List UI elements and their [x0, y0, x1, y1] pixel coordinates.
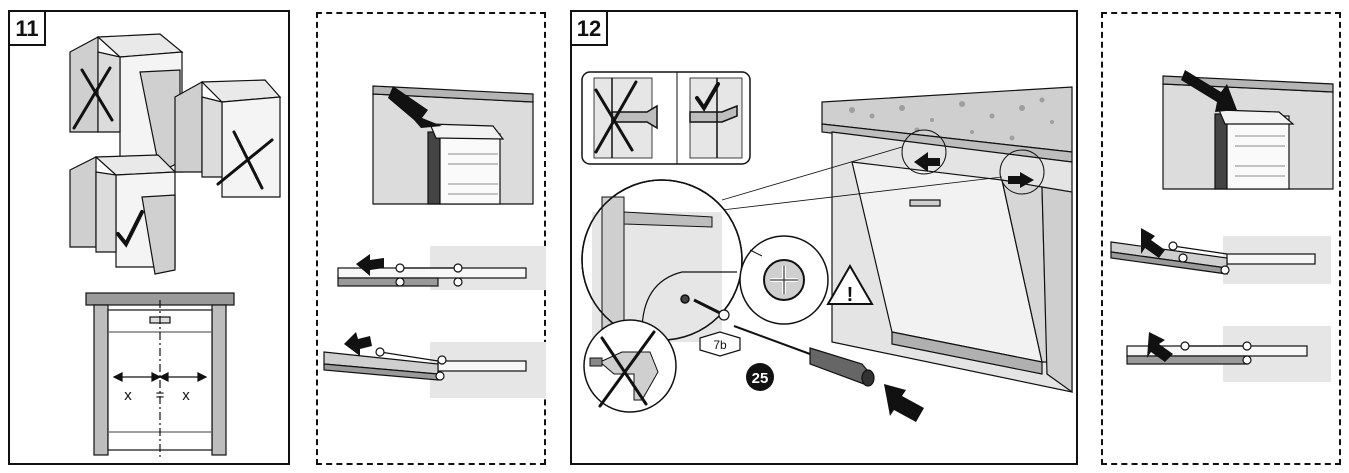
cabinet-corner-view: [1162, 75, 1334, 190]
phillips-screw-icon: [739, 235, 829, 325]
hinge-diagram-angled: [1110, 236, 1331, 284]
cross-mark-icon: [594, 80, 638, 154]
screw-tag-label: 7b: [713, 338, 727, 352]
arrow-icon: [914, 152, 940, 172]
cabinet-wrong-right: [174, 79, 282, 198]
part-number-badge: 25: [746, 363, 774, 391]
hinge-diagram-straight: [337, 246, 546, 290]
dimension-equals-sign: =: [156, 387, 165, 404]
screw-7b: [693, 298, 730, 321]
check-mark-icon: [695, 82, 720, 112]
hinge-detail-illustration-a: [323, 85, 546, 398]
hinge-diagram-angled: [323, 342, 546, 398]
arrow-icon: [1141, 228, 1165, 258]
arrow-icon: [884, 384, 924, 422]
step-number-badge: 11: [10, 12, 46, 46]
dimension-label-left: x: [124, 387, 132, 404]
dimension-label-right: x: [182, 387, 190, 404]
cabinet-corner-view: [372, 85, 534, 205]
detail-callout-circle: [901, 129, 947, 175]
hinge-detail-panel-a: [316, 12, 546, 465]
front-elevation-drawing: [85, 292, 235, 457]
arrow-icon: [356, 254, 384, 276]
arrow-icon: [1008, 172, 1034, 188]
part-number-label: 25: [752, 370, 769, 387]
check-mark-icon: [116, 210, 144, 248]
cabinet-wrong-left: [69, 33, 184, 173]
arrow-icon: [1181, 70, 1237, 112]
fitting-comparison-inset: [581, 71, 751, 165]
screw-tag: 7b: [699, 331, 741, 357]
cross-mark-icon: [598, 330, 656, 408]
detail-callout-circle: [999, 149, 1045, 195]
dishwasher-installed: [831, 131, 1073, 394]
hinge-detail-panel-b: [1101, 12, 1341, 465]
warning-triangle-icon: !: [826, 264, 874, 306]
warning-glyph: !: [847, 284, 854, 306]
countertop: [821, 86, 1073, 163]
step-number-badge: 12: [572, 12, 608, 46]
hinge-detail-illustration-b: [1110, 70, 1334, 382]
arrow-icon: [344, 332, 372, 356]
cross-mark-icon: [72, 66, 114, 130]
screwdriver-icon: [733, 325, 875, 387]
cabinet-correct: [69, 154, 177, 275]
arrow-icon: [1147, 332, 1173, 362]
step-12-panel: 12: [570, 10, 1078, 465]
cross-mark-icon: [216, 130, 274, 190]
hinge-diagram-straight: [1126, 326, 1331, 382]
step-12-illustration: 7b ! 25: [581, 71, 1073, 422]
step-11-illustration: x = x: [69, 33, 282, 457]
arrow-icon: [388, 86, 442, 128]
screw-detail-magnified: [581, 179, 743, 342]
step-11-panel: 11: [8, 10, 290, 465]
